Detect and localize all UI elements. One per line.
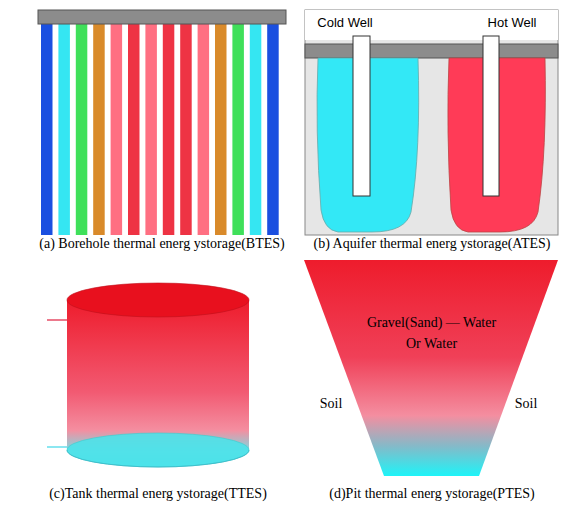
pit-outline bbox=[304, 260, 558, 476]
sky-area bbox=[305, 10, 558, 40]
borehole bbox=[41, 24, 53, 235]
cold-well-pipe bbox=[353, 36, 370, 196]
cold-port bbox=[47, 446, 67, 447]
aquifer-ground bbox=[305, 10, 558, 235]
tank-bottom-edge bbox=[67, 450, 249, 467]
panel-caption: (c)Tank thermal energ ystorage(TTES) bbox=[49, 486, 267, 502]
borehole bbox=[145, 24, 157, 235]
borehole bbox=[58, 24, 70, 235]
borehole bbox=[76, 24, 88, 235]
borehole bbox=[267, 24, 279, 235]
tank-bottom bbox=[67, 433, 249, 467]
soil-label: Soil bbox=[320, 396, 343, 412]
hot-well-pipe bbox=[483, 36, 499, 196]
soil-label: Soil bbox=[515, 396, 538, 412]
borehole bbox=[215, 24, 227, 235]
panel-caption: (b) Aquifer thermal energ ystorage(ATES) bbox=[314, 236, 551, 252]
ground-slab bbox=[305, 44, 558, 58]
borehole bbox=[232, 24, 244, 235]
tank-top bbox=[67, 283, 249, 317]
borehole bbox=[128, 24, 140, 235]
panel-caption: (a) Borehole thermal energ ystorage(BTES… bbox=[39, 236, 284, 252]
borehole bbox=[163, 24, 175, 235]
borehole bbox=[198, 24, 210, 235]
borehole-field bbox=[41, 24, 279, 235]
ground-slab bbox=[38, 10, 286, 24]
tank-body bbox=[67, 300, 249, 467]
pit-storage: Gravel(Sand) — Water Or Water bbox=[304, 260, 558, 476]
hot-port bbox=[47, 319, 67, 320]
panel-caption: (d)Pit thermal energ ystorage(PTES) bbox=[329, 486, 534, 502]
pit-fill bbox=[304, 260, 558, 476]
borehole bbox=[250, 24, 261, 235]
pit-text: Gravel(Sand) — Water Or Water bbox=[364, 312, 499, 354]
borehole bbox=[180, 24, 192, 235]
borehole bbox=[111, 24, 123, 235]
borehole bbox=[93, 24, 105, 235]
well-label: Cold Well bbox=[317, 15, 372, 31]
well-label: Hot Well bbox=[488, 15, 537, 31]
